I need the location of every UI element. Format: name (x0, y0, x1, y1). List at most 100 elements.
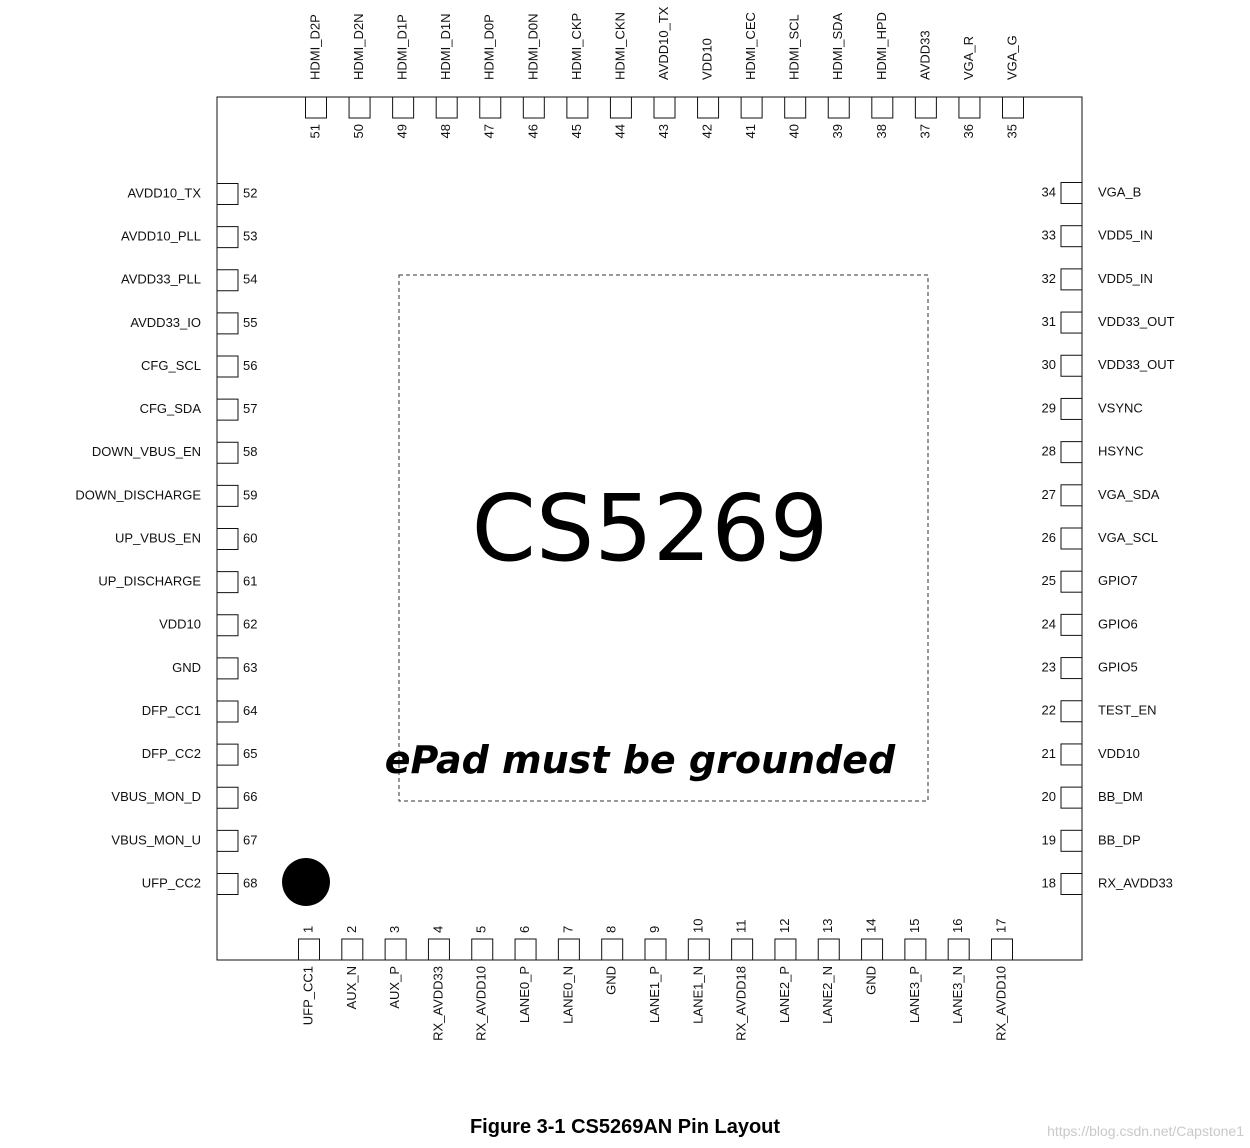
pin-58-number: 58 (243, 444, 257, 459)
pin-24-label-gpio6: GPIO6 (1098, 616, 1138, 631)
pin-26-label-vga-scl: VGA_SCL (1098, 530, 1158, 545)
figure-caption: Figure 3-1 CS5269AN Pin Layout (470, 1116, 780, 1138)
pin-45-pad (566, 96, 589, 119)
pin-6-pad (514, 938, 537, 961)
pin-28-number: 28 (1042, 444, 1056, 459)
pin-43-number: 43 (656, 124, 671, 138)
pin-37-pad (914, 96, 937, 119)
pin-4-label-rx-avdd33: RX_AVDD33 (430, 966, 445, 1041)
watermark: https://blog.csdn.net/Capstone1 (1047, 1123, 1244, 1139)
pin-10-number: 10 (690, 919, 705, 933)
pin-5-number: 5 (474, 926, 489, 933)
pin-48-label-hdmi-d1n: HDMI_D1N (438, 14, 453, 80)
pin-59-number: 59 (243, 487, 257, 502)
pin-11-pad (731, 938, 754, 961)
pin-13-number: 13 (820, 919, 835, 933)
pin-55-label-avdd33-io: AVDD33_IO (130, 315, 201, 330)
pin-20-number: 20 (1042, 789, 1056, 804)
pin-44-pad (609, 96, 632, 119)
pin-66-number: 66 (243, 789, 257, 804)
pin-52-label-avdd10-tx: AVDD10_TX (128, 185, 202, 200)
pin-28-label-hsync: HSYNC (1098, 444, 1144, 459)
pin-33-label-vdd5-in: VDD5_IN (1098, 228, 1153, 243)
pin-58-pad (216, 441, 239, 464)
pin-46-pad (522, 96, 545, 119)
pin-16-pad (947, 938, 970, 961)
pin-21-number: 21 (1042, 746, 1056, 761)
pin-13-pad (817, 938, 840, 961)
pin-35-pad (1002, 96, 1024, 119)
pin-38-number: 38 (874, 124, 889, 138)
pin-19-label-bb-dp: BB_DP (1098, 832, 1141, 847)
pin-51-pad (305, 96, 327, 119)
pin-63-number: 63 (243, 660, 257, 675)
pin-54-label-avdd33-pll: AVDD33_PLL (121, 272, 201, 287)
pin-65-pad (216, 743, 239, 766)
pin-47-number: 47 (482, 124, 497, 138)
pin-26-number: 26 (1042, 530, 1056, 545)
pin-22-label-test-en: TEST_EN (1098, 703, 1157, 718)
pin-17-label-rx-avdd10: RX_AVDD10 (993, 966, 1008, 1041)
chip-name: CS5269 (472, 475, 829, 582)
pin-53-number: 53 (243, 229, 257, 244)
pin-7-pad (557, 938, 580, 961)
pin-63-pad (216, 657, 239, 680)
pin-60-label-up-vbus-en: UP_VBUS_EN (115, 530, 201, 545)
pin-68-pad (216, 873, 239, 895)
pin-60-number: 60 (243, 530, 257, 545)
pin-11-number: 11 (734, 920, 749, 934)
pin-1-number: 1 (300, 926, 315, 933)
pin-62-pad (216, 614, 239, 637)
pin-34-pad (1060, 182, 1083, 204)
pin-7-number: 7 (560, 926, 575, 933)
pin-51-label-hdmi-d2p: HDMI_D2P (307, 14, 322, 80)
pin-27-label-vga-sda: VGA_SDA (1098, 487, 1160, 502)
pin-14-pad (861, 938, 884, 961)
pin-56-label-cfg-scl: CFG_SCL (141, 358, 201, 373)
pin-5-pad (471, 938, 494, 961)
pin-1-pad (298, 938, 320, 961)
pin-18-label-rx-avdd33: RX_AVDD33 (1098, 875, 1173, 890)
pin-53-label-avdd10-pll: AVDD10_PLL (121, 229, 201, 244)
pin-16-label-lane3-n: LANE3_N (950, 966, 965, 1024)
pin-31-pad (1060, 311, 1083, 334)
pin-12-number: 12 (777, 919, 792, 933)
pin-9-pad (644, 938, 667, 961)
pin-9-label-lane1-p: LANE1_P (647, 966, 662, 1023)
pin-44-number: 44 (612, 124, 627, 138)
pin-41-pad (740, 96, 763, 119)
pin-66-label-vbus-mon-d: VBUS_MON_D (111, 789, 201, 804)
pin-36-pad (958, 96, 981, 119)
pin-23-label-gpio5: GPIO5 (1098, 660, 1138, 675)
pin-37-number: 37 (917, 124, 932, 138)
pin-42-number: 42 (700, 124, 715, 138)
pin-19-number: 19 (1042, 832, 1056, 847)
pin-2-number: 2 (344, 926, 359, 933)
pin-3-label-aux-p: AUX_P (387, 966, 402, 1009)
pin-33-number: 33 (1042, 228, 1056, 243)
pin-1-label-ufp-cc1: UFP_CC1 (300, 966, 315, 1025)
pin-39-pad (827, 96, 850, 119)
pin-14-number: 14 (864, 919, 879, 933)
pin-9-number: 9 (647, 926, 662, 933)
epad-note: ePad must be grounded (385, 738, 896, 782)
pin-4-number: 4 (430, 926, 445, 933)
pin-26-pad (1060, 527, 1083, 550)
pin-19-pad (1060, 829, 1083, 852)
pin-53-pad (216, 226, 239, 249)
pin-64-label-dfp-cc1: DFP_CC1 (142, 703, 201, 718)
pin-57-pad (216, 398, 239, 421)
pin-22-number: 22 (1042, 703, 1056, 718)
pin-39-label-hdmi-sda: HDMI_SDA (830, 12, 845, 80)
pin-20-pad (1060, 786, 1083, 809)
pin-57-number: 57 (243, 401, 257, 416)
pin-60-pad (216, 528, 239, 550)
pin-21-label-vdd10: VDD10 (1098, 746, 1140, 761)
pin-5-label-rx-avdd10: RX_AVDD10 (474, 966, 489, 1041)
pin-45-label-hdmi-ckp: HDMI_CKP (569, 13, 584, 80)
pin-12-label-lane2-p: LANE2_P (777, 966, 792, 1023)
pin-34-label-vga-b: VGA_B (1098, 184, 1141, 199)
pin-67-pad (216, 829, 239, 852)
pin-56-number: 56 (243, 358, 257, 373)
